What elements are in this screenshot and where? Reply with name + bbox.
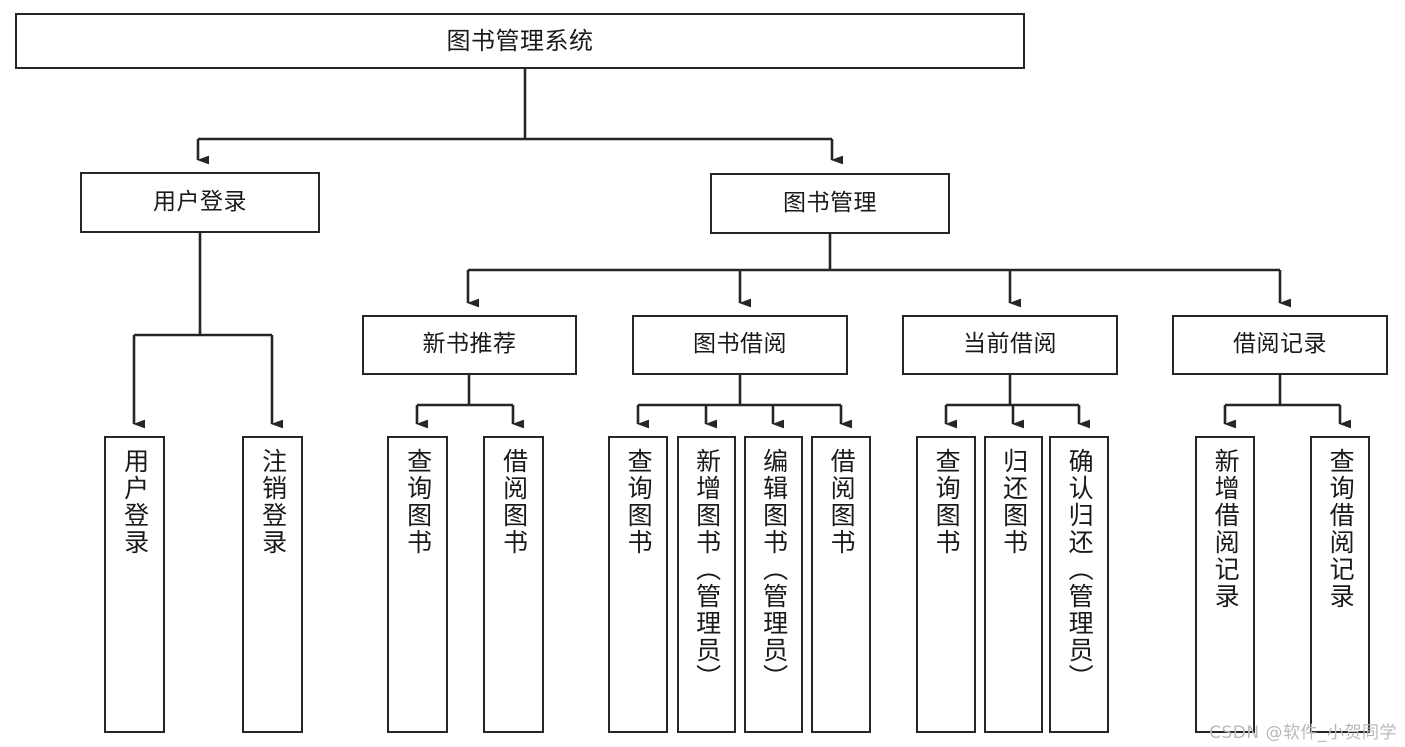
leaf-logout-login[interactable]: 注销登录 [242, 436, 303, 733]
node-label: 借阅图书 [827, 448, 857, 556]
node-label: 新增图书（管理员） [692, 448, 722, 691]
node-label: 当前借阅 [963, 331, 1057, 358]
leaf-add-book[interactable]: 新增图书（管理员） [677, 436, 736, 733]
node-label: 图书借阅 [693, 331, 787, 358]
node-current-borrow[interactable]: 当前借阅 [902, 315, 1118, 375]
node-label: 借阅记录 [1233, 331, 1327, 358]
node-root-system[interactable]: 图书管理系统 [15, 13, 1025, 69]
node-label: 归还图书 [999, 448, 1029, 556]
leaf-query-book-recommend[interactable]: 查询图书 [387, 436, 448, 733]
node-label: 查询图书 [403, 448, 433, 556]
node-label: 图书管理 [783, 189, 877, 216]
node-borrow-record[interactable]: 借阅记录 [1172, 315, 1388, 375]
leaf-return-book[interactable]: 归还图书 [984, 436, 1043, 733]
leaf-user-login[interactable]: 用户登录 [104, 436, 165, 733]
node-label: 新增借阅记录 [1211, 448, 1241, 610]
node-book-manage[interactable]: 图书管理 [710, 173, 950, 234]
node-label: 查询借阅记录 [1326, 448, 1356, 610]
leaf-add-borrow-record[interactable]: 新增借阅记录 [1195, 436, 1255, 733]
node-label: 查询图书 [624, 448, 654, 556]
leaf-query-book-current[interactable]: 查询图书 [916, 436, 976, 733]
leaf-edit-book[interactable]: 编辑图书（管理员） [744, 436, 803, 733]
node-label: 注销登录 [258, 448, 288, 556]
leaf-confirm-return[interactable]: 确认归还（管理员） [1049, 436, 1109, 733]
node-new-book-recommend[interactable]: 新书推荐 [362, 315, 577, 375]
node-label: 用户登录 [120, 448, 150, 556]
node-label: 借阅图书 [499, 448, 529, 556]
csdn-watermark: CSDN @软件_小贺同学 [1209, 723, 1397, 743]
leaf-borrow-book[interactable]: 借阅图书 [811, 436, 871, 733]
node-label: 编辑图书（管理员） [759, 448, 789, 691]
node-label: 新书推荐 [422, 331, 517, 358]
node-label: 用户登录 [153, 188, 247, 215]
node-label: 图书管理系统 [446, 26, 594, 55]
node-book-borrow[interactable]: 图书借阅 [632, 315, 848, 375]
node-label: 查询图书 [932, 448, 962, 556]
leaf-borrow-book-recommend[interactable]: 借阅图书 [483, 436, 544, 733]
leaf-query-book-borrow[interactable]: 查询图书 [608, 436, 668, 733]
node-label: 确认归还（管理员） [1065, 448, 1095, 691]
node-user-login[interactable]: 用户登录 [80, 172, 320, 233]
leaf-query-borrow-record[interactable]: 查询借阅记录 [1310, 436, 1370, 733]
